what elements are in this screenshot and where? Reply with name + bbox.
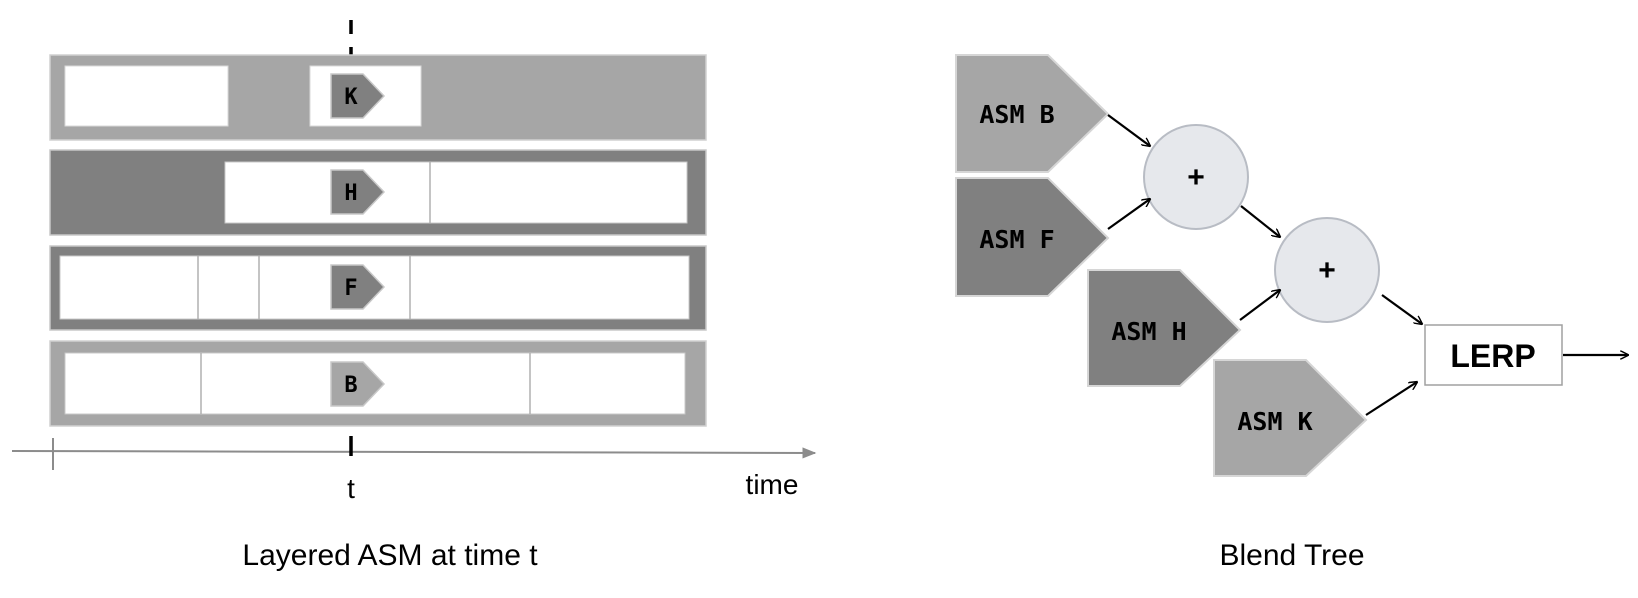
- left-caption: Layered ASM at time t: [242, 539, 538, 572]
- layer-h-marker: [330, 169, 386, 215]
- edge-plus-2-to-lerp: [1381, 294, 1422, 324]
- layer-b: B: [49, 340, 707, 427]
- edge-asm-b-to-plus-1: [1107, 114, 1150, 146]
- edge-plus-1-to-plus-2: [1240, 205, 1280, 237]
- layer-h-clip: [224, 161, 688, 224]
- asm-k-label: ASM K: [1237, 407, 1312, 436]
- asm-f-node: [955, 177, 1110, 297]
- time-axis: [11, 447, 817, 459]
- plus-node-2-label: +: [1318, 254, 1336, 287]
- asm-h-label: ASM H: [1111, 317, 1186, 346]
- lerp-label: LERP: [1450, 338, 1535, 374]
- plus-node-2: [1274, 217, 1380, 323]
- asm-k-node: [1213, 359, 1368, 477]
- edge-asm-h-to-plus-2: [1239, 290, 1280, 321]
- edge-asm-f-to-plus-1: [1107, 199, 1150, 230]
- blend-tree-diagram: ASM B ASM F ASM H ASM K + + LERP Blend T…: [955, 54, 1628, 572]
- asm-b-node: [955, 54, 1110, 173]
- plus-node-1-label: +: [1187, 161, 1205, 194]
- asm-f-label: ASM F: [979, 225, 1054, 254]
- layer-h-marker-label: H: [344, 181, 357, 206]
- layer-b-marker: [330, 361, 386, 407]
- edge-asm-k-to-lerp: [1365, 382, 1417, 416]
- layer-f: F: [49, 245, 707, 331]
- time-marker-label: t: [347, 473, 355, 504]
- layer-f-marker-label: F: [344, 276, 357, 301]
- plus-node-1: [1143, 124, 1249, 230]
- asm-h-node: [1087, 269, 1242, 387]
- layer-k: K: [49, 54, 707, 141]
- layer-k-marker: [330, 73, 386, 119]
- layered-asm-diagram: K H F B: [11, 20, 817, 572]
- layer-b-marker-label: B: [344, 373, 357, 398]
- layer-k-clip: [64, 65, 229, 127]
- lerp-node: [1424, 324, 1563, 386]
- asm-b-label: ASM B: [979, 100, 1054, 129]
- layer-f-marker: [330, 264, 386, 310]
- time-axis-label: time: [746, 469, 799, 500]
- layer-k-marker-label: K: [344, 85, 358, 110]
- layer-h: H: [49, 149, 707, 236]
- right-caption: Blend Tree: [1219, 539, 1364, 572]
